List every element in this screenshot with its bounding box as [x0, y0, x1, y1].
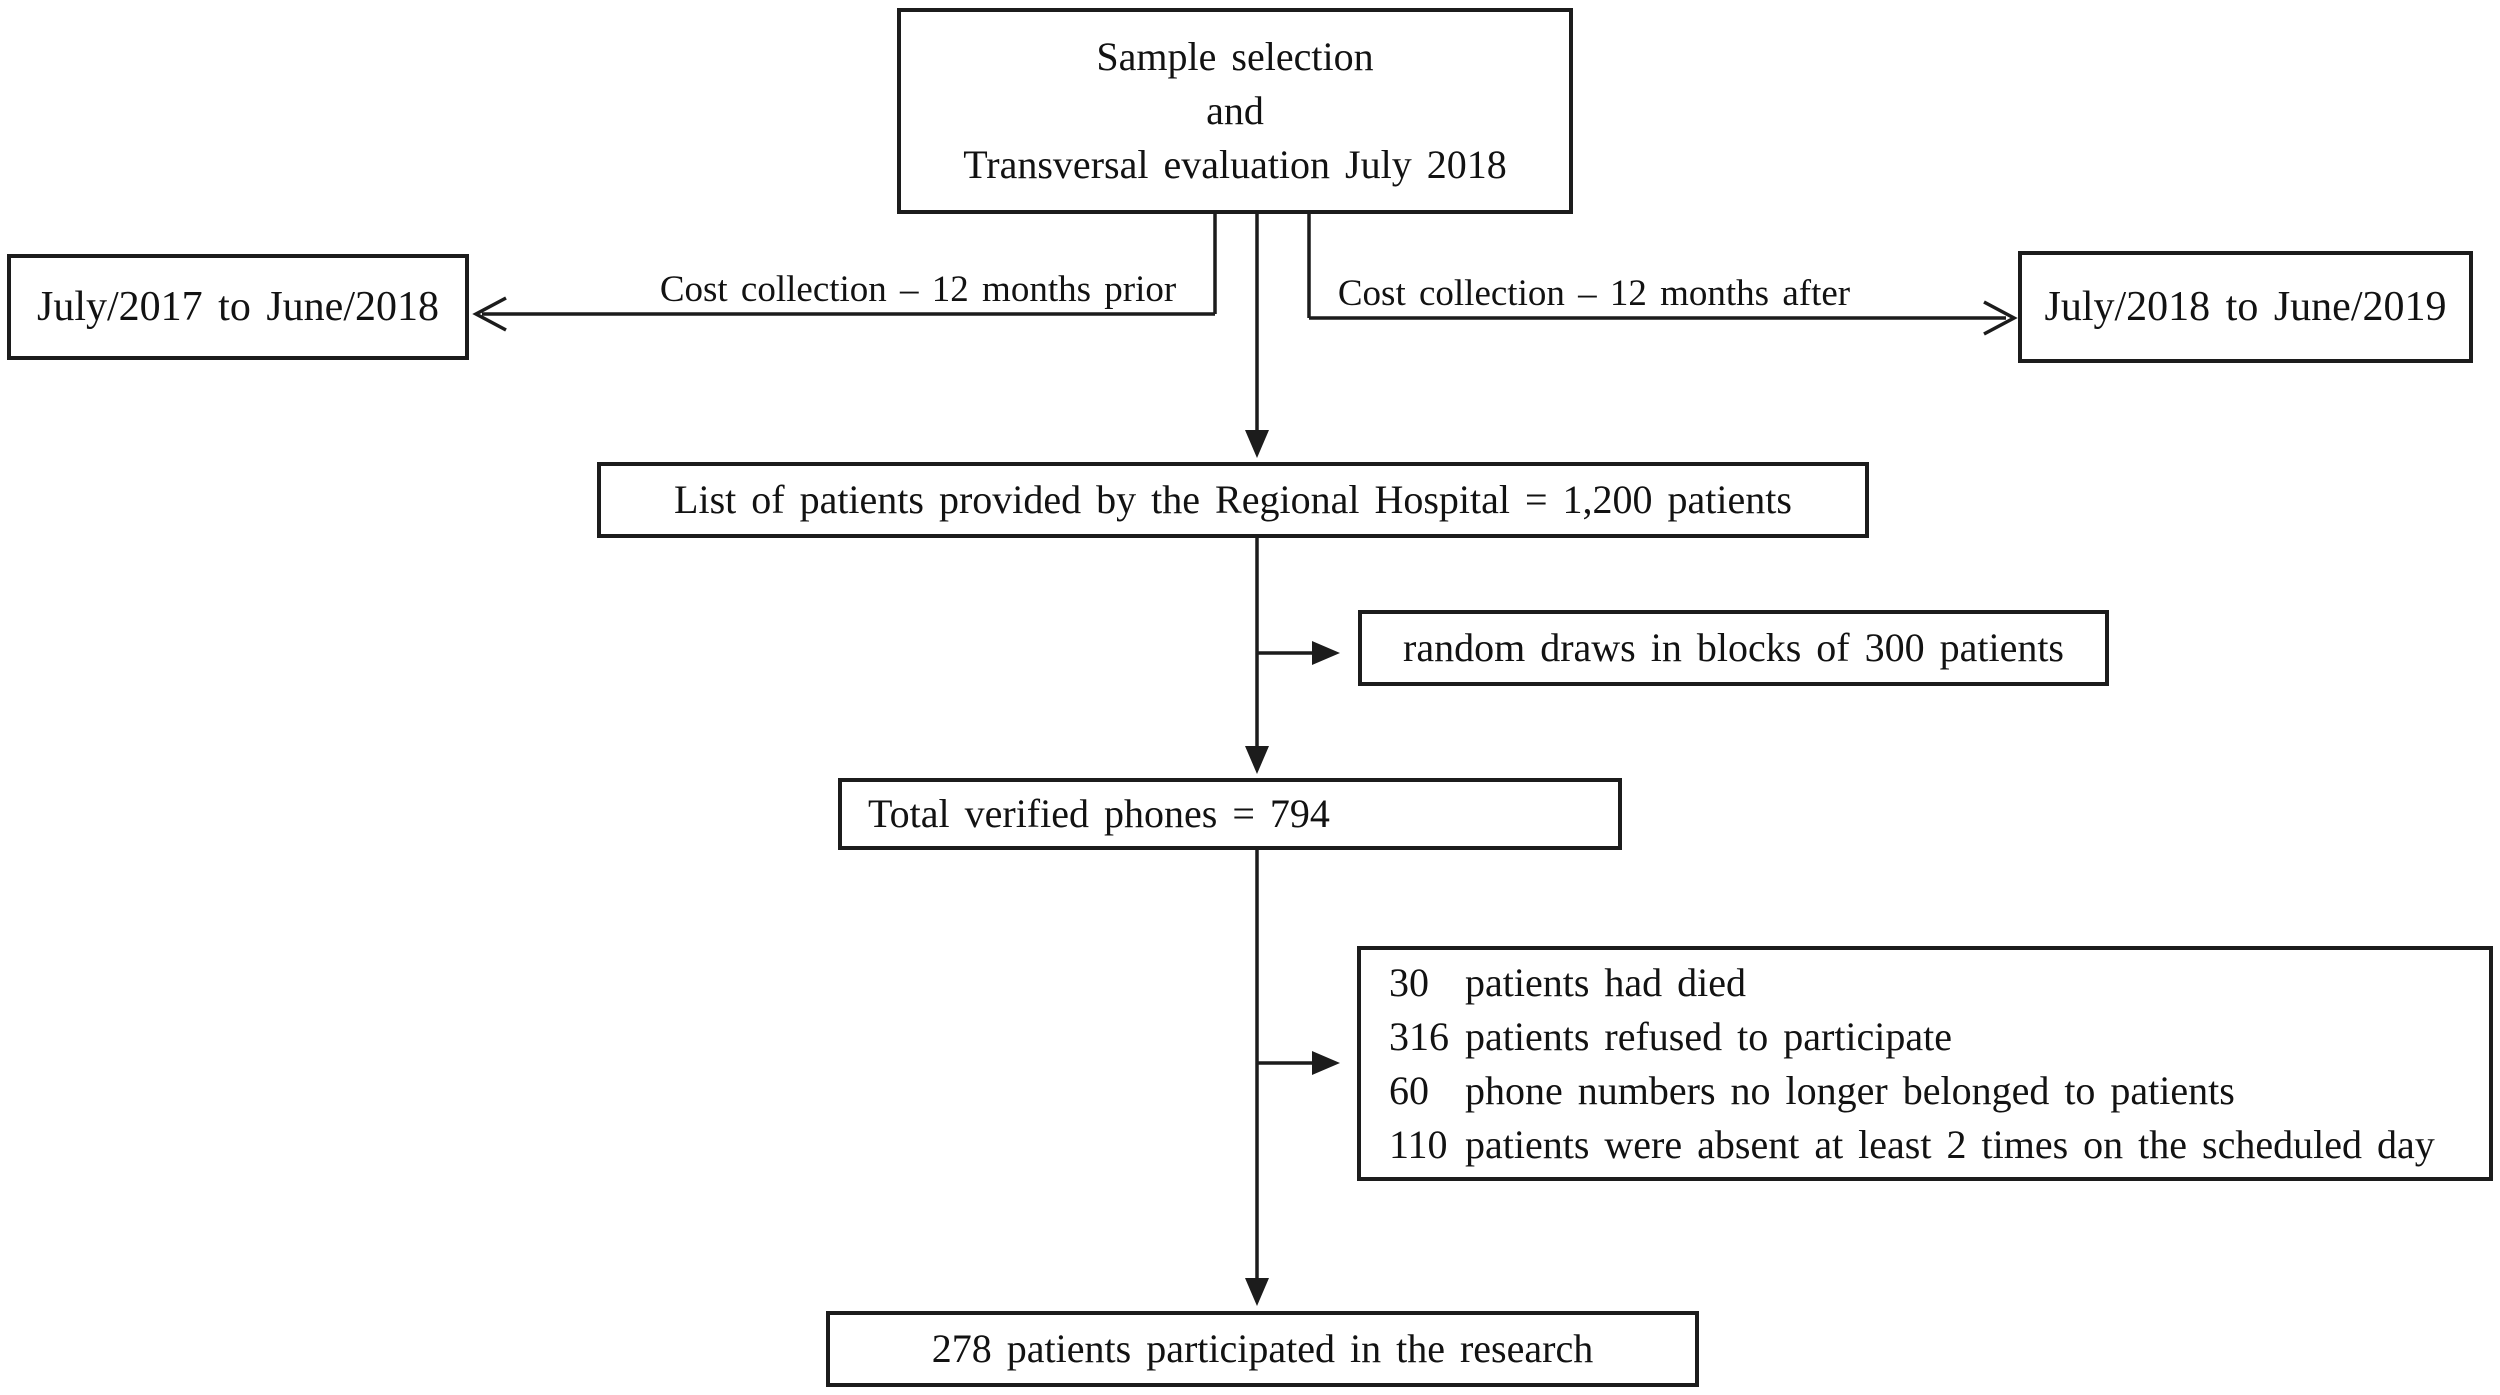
node-patient-list: List of patients provided by the Regiona… [597, 462, 1869, 538]
exclusion-reason: patients were absent at least 2 times on… [1465, 1121, 2435, 1167]
node-sample-selection: Sample selection and Transversal evaluat… [897, 8, 1573, 214]
exclusion-reason: patients had died [1465, 959, 1747, 1005]
edge-label-cost-after: Cost collection – 12 months after [1337, 273, 1851, 314]
period-after-label: July/2018 to June/2019 [2044, 283, 2447, 330]
arrowhead-left-icon [472, 296, 507, 332]
exclusion-count: 316 [1389, 1013, 1449, 1059]
edge-label-cost-prior: Cost collection – 12 months prior [659, 269, 1177, 310]
sample-selection-line1: Sample selection [1096, 34, 1374, 79]
exclusion-row-refused: 316 patients refused to participate [1389, 1010, 2479, 1064]
arrowhead-down-verified-icon [1245, 746, 1269, 774]
node-sample-selection-text: Sample selection and Transversal evaluat… [963, 30, 1506, 192]
arrowhead-down-bottom-icon [1245, 1278, 1269, 1306]
node-period-after: July/2018 to June/2019 [2018, 251, 2473, 363]
exclusion-row-died: 30 patients had died [1389, 956, 2479, 1010]
exclusion-count: 60 [1389, 1067, 1429, 1113]
node-participants: 278 patients participated in the researc… [826, 1311, 1699, 1387]
sample-selection-line3: Transversal evaluation July 2018 [963, 142, 1507, 187]
participants-label: 278 patients participated in the researc… [931, 1326, 1594, 1371]
arrowhead-branch-exclusions-icon [1312, 1051, 1340, 1075]
exclusion-reason: phone numbers no longer belonged to pati… [1465, 1067, 2235, 1113]
sample-selection-line2: and [1206, 88, 1264, 133]
period-prior-label: July/2017 to June/2018 [36, 283, 439, 330]
exclusion-row-phone: 60 phone numbers no longer belonged to p… [1389, 1064, 2479, 1118]
node-verified-phones: Total verified phones = 794 [838, 778, 1622, 850]
arrowhead-right-icon [1983, 300, 2018, 336]
node-random-draws: random draws in blocks of 300 patients [1358, 610, 2109, 686]
patient-list-label: List of patients provided by the Regiona… [674, 477, 1792, 522]
exclusion-row-absent: 110 patients were absent at least 2 time… [1389, 1118, 2479, 1172]
exclusion-count: 30 [1389, 959, 1429, 1005]
node-period-prior: July/2017 to June/2018 [7, 254, 469, 360]
random-draws-label: random draws in blocks of 300 patients [1403, 625, 2064, 670]
arrowhead-down-list-icon [1245, 430, 1269, 458]
node-exclusions: 30 patients had died 316 patients refuse… [1357, 946, 2493, 1181]
verified-phones-label: Total verified phones = 794 [868, 791, 1330, 836]
exclusion-count: 110 [1389, 1121, 1448, 1167]
exclusion-reason: patients refused to participate [1465, 1013, 1953, 1059]
arrowhead-branch-random-icon [1312, 641, 1340, 665]
